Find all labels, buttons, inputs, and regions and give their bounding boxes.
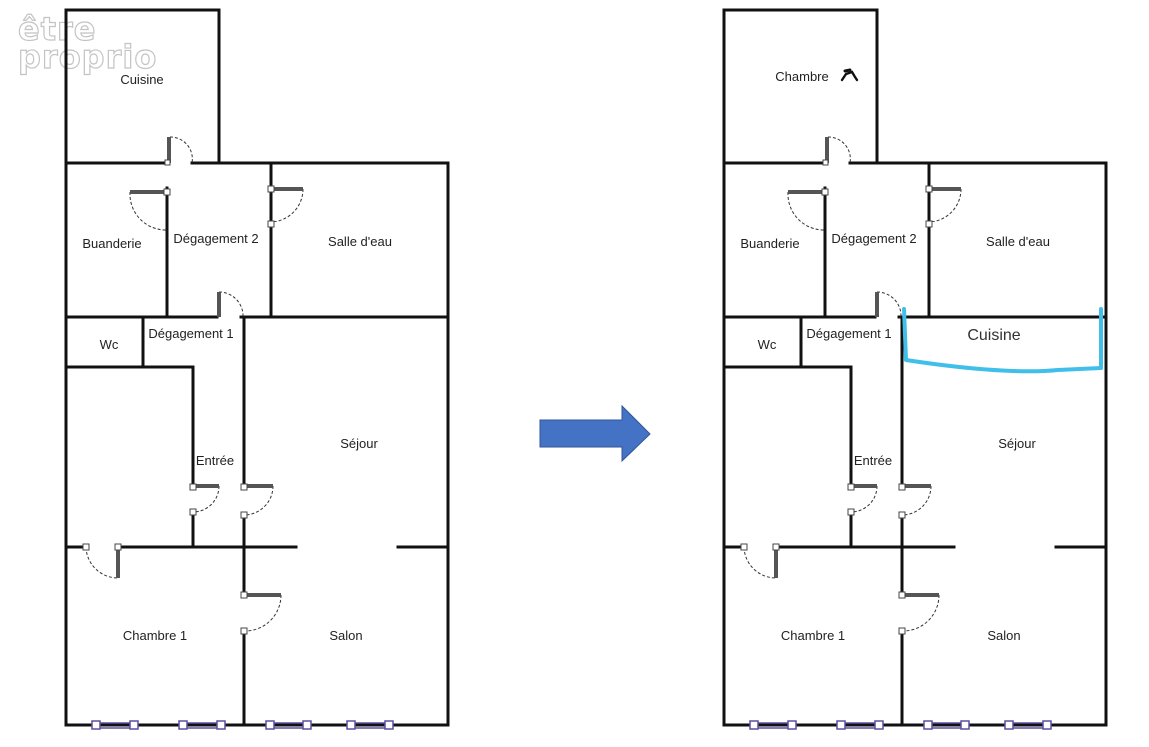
plan-before: Cuisine Buanderie Dégagement 2 Salle d'e…: [64, 8, 450, 730]
room-label-chambre-1: Chambre 1: [123, 628, 187, 643]
plan-before-walls: [64, 8, 450, 727]
room-label-entree: Entrée: [854, 453, 892, 468]
room-label-wc: Wc: [758, 337, 777, 352]
etre-proprio-logo: être proprio: [17, 10, 158, 84]
room-label-sejour: Séjour: [340, 436, 378, 451]
right-arrow-icon: [539, 404, 651, 463]
room-label-salon: Salon: [329, 628, 362, 643]
room-label-cuisine: Cuisine: [120, 72, 163, 87]
room-label-buanderie: Buanderie: [82, 236, 141, 251]
logo-line-1: être: [17, 10, 97, 48]
room-label-degagement-1: Dégagement 1: [148, 326, 233, 341]
room-label-entree: Entrée: [196, 453, 234, 468]
bed-icon: [840, 68, 859, 82]
plan-after: Chambre Buanderie Dégagement 2 Salle d'e…: [722, 8, 1108, 730]
room-label-wc: Wc: [100, 337, 119, 352]
room-label-salle-eau: Salle d'eau: [986, 234, 1050, 249]
room-label-salle-eau: Salle d'eau: [328, 234, 392, 249]
room-label-sejour: Séjour: [998, 436, 1036, 451]
room-label-cuisine: Cuisine: [967, 327, 1020, 344]
room-label-buanderie: Buanderie: [740, 236, 799, 251]
logo-line-2: proprio: [17, 38, 158, 76]
kitchen-highlight-outline: [902, 307, 1103, 374]
room-label-degagement-2: Dégagement 2: [831, 231, 916, 246]
room-label-degagement-2: Dégagement 2: [173, 231, 258, 246]
room-label-degagement-1: Dégagement 1: [806, 326, 891, 341]
plan-after-walls: [722, 8, 1108, 727]
room-label-chambre-1: Chambre 1: [781, 628, 845, 643]
room-label-chambre: Chambre: [775, 69, 828, 84]
room-label-salon: Salon: [987, 628, 1020, 643]
